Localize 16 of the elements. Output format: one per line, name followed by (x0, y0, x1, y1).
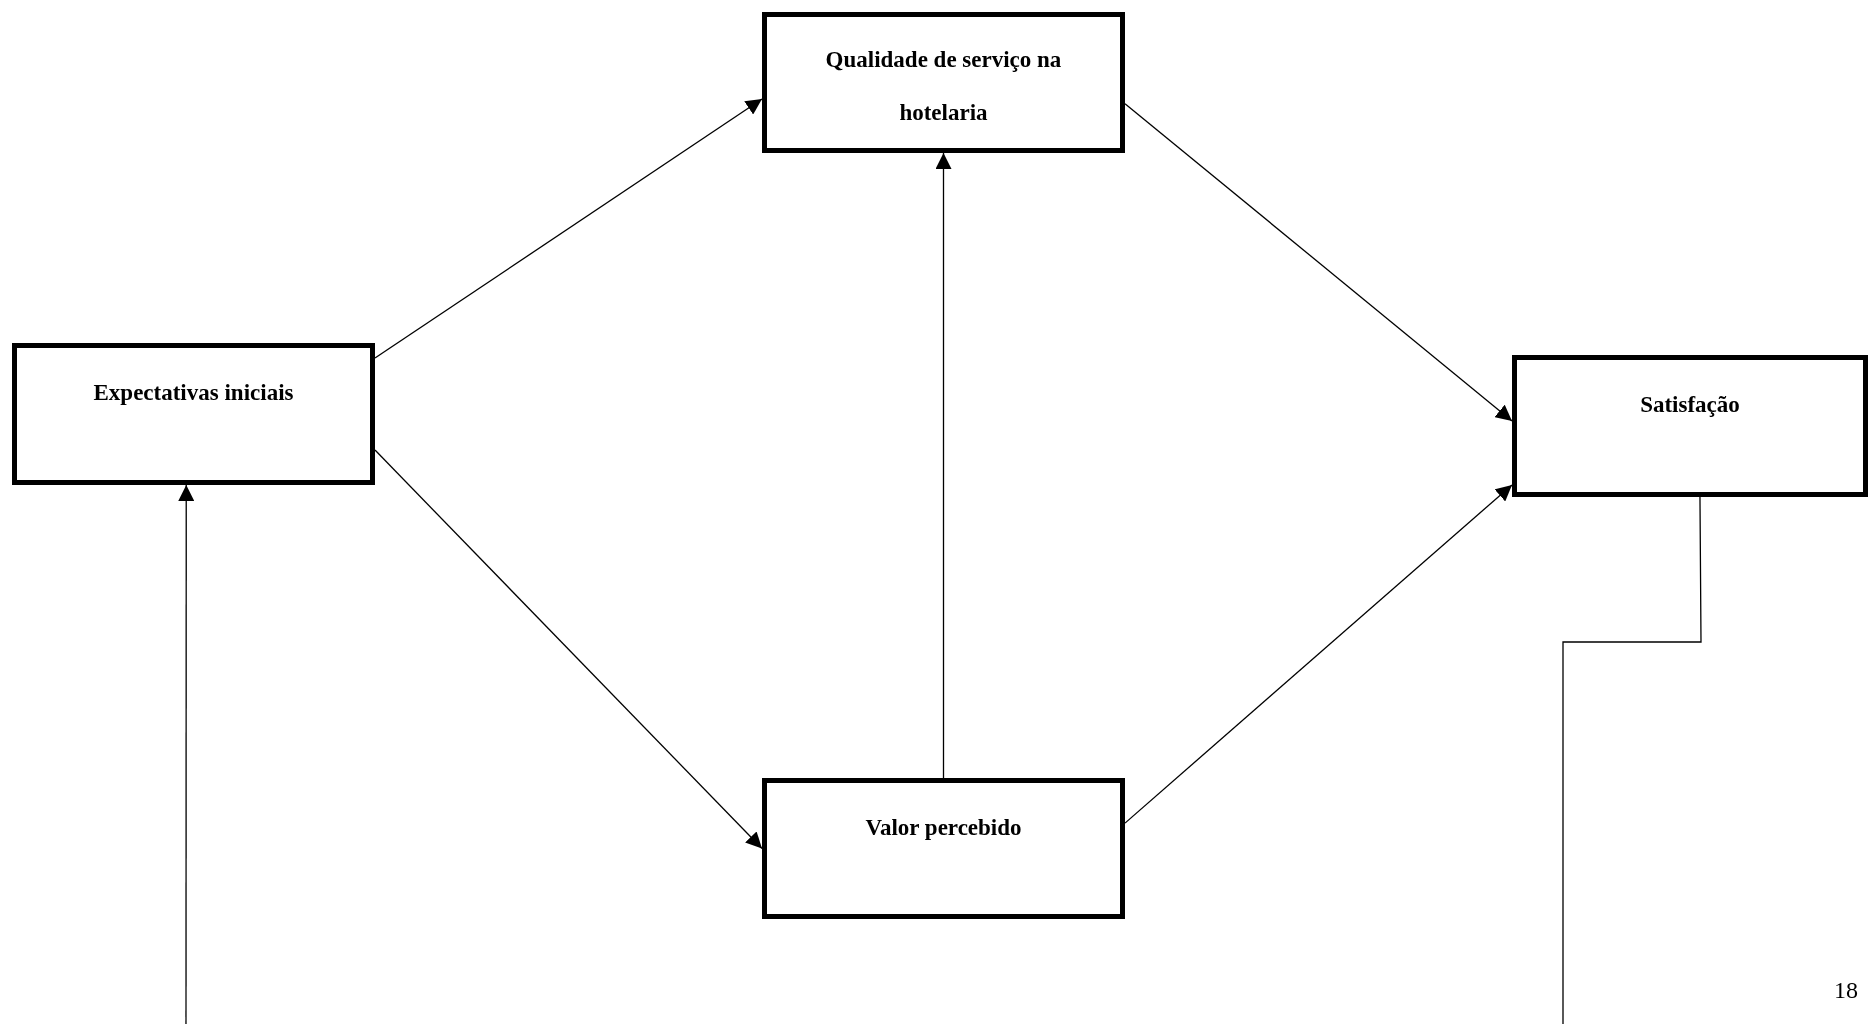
arrow (374, 449, 763, 850)
arrow (1124, 484, 1513, 824)
box-label: Satisfação (1639, 391, 1741, 419)
concept-box (12, 343, 375, 485)
arrow (374, 98, 763, 359)
connector-line (1562, 496, 1702, 1024)
page-number: 18 (1834, 976, 1858, 1005)
concept-box (1512, 355, 1868, 497)
box-label: Qualidade de serviço na hotelaria (824, 46, 1063, 127)
box-label: Expectativas iniciais (92, 379, 295, 407)
arrow (935, 152, 952, 779)
box-label: Valor percebido (864, 814, 1023, 842)
arrow (1124, 103, 1513, 422)
arrow (178, 484, 195, 1024)
concept-box (762, 12, 1125, 153)
concept-box (762, 778, 1125, 919)
